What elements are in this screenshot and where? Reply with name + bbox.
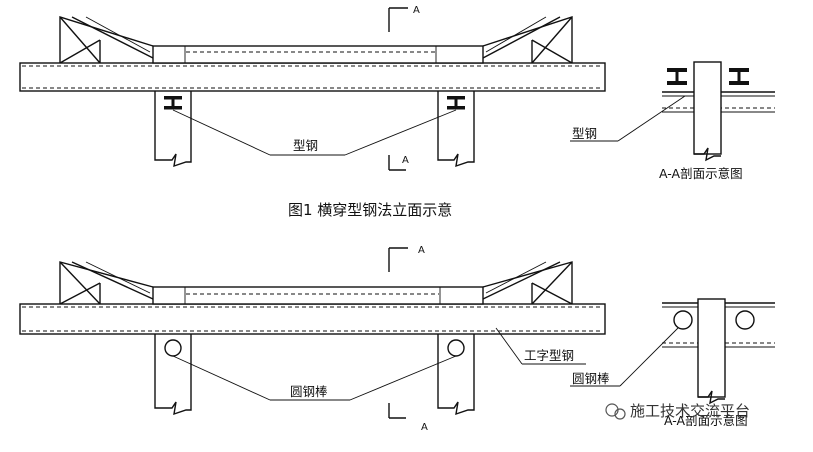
- figure2-elevation: 圆钢棒 工字型钢 A A: [19, 245, 606, 433]
- fig1-cap-girder: [152, 45, 484, 64]
- fig1-left-pier: [154, 91, 192, 168]
- fig1-caption: 图1 横穿型钢法立面示意: [288, 201, 452, 219]
- fig2-section-mark-top: A: [418, 245, 425, 256]
- fig2-sec-rod-left-icon: [673, 310, 693, 330]
- watermark: 施工技术交流平台: [605, 402, 750, 420]
- fig2-sec-title: A-A剖面示意图: [664, 413, 748, 428]
- fig1-sec-pier: [693, 61, 722, 155]
- fig1-sec-label: 型钢: [572, 126, 597, 141]
- fig2-sec-rod-right-icon: [735, 310, 755, 330]
- fig1-right-pier: [437, 91, 475, 168]
- fig2-label-rod: 圆钢棒: [290, 384, 328, 399]
- figure1-elevation: 型钢 A A: [19, 5, 606, 171]
- watermark-text: 施工技术交流平台: [630, 402, 750, 420]
- fig1-leader-right: [344, 109, 457, 156]
- fig2-sec-pier: [697, 298, 726, 398]
- fig1-sec-steel-left-icon: [667, 68, 687, 85]
- fig2-right-rod-icon: [447, 339, 465, 357]
- fig2-left-rod-icon: [164, 339, 182, 357]
- fig1-sec-title: A-A剖面示意图: [659, 166, 743, 181]
- fig2-beam: [19, 303, 606, 335]
- fig1-section-mark-bottom: A: [402, 155, 409, 166]
- fig2-left-bracket: [59, 261, 154, 304]
- figure2-section: 圆钢棒 A-A剖面示意图: [570, 298, 775, 428]
- fig1-leader-left: [172, 109, 271, 156]
- fig2-right-pier: [437, 334, 475, 416]
- fig1-left-steel-icon: [164, 96, 182, 110]
- fig2-leader-left: [172, 355, 271, 401]
- fig1-right-steel-icon: [447, 96, 465, 110]
- fig1-label-beam: 型钢: [293, 138, 318, 153]
- fig2-cap-girder: [152, 286, 484, 305]
- fig2-section-mark-bottom: A: [421, 422, 428, 433]
- fig2-ibeam-leader: [495, 327, 523, 365]
- fig2-left-pier: [154, 334, 192, 416]
- fig1-section-mark-top: A: [413, 5, 420, 16]
- figure1-section: 型钢 A-A剖面示意图: [570, 61, 775, 181]
- fig2-sec-leader: [619, 327, 679, 387]
- fig2-label-ibeam: 工字型钢: [524, 348, 574, 363]
- fig1-sec-leader: [617, 95, 686, 142]
- fig1-sec-steel-right-icon: [729, 68, 749, 85]
- fig2-leader-right: [349, 355, 457, 401]
- fig1-beam: [19, 62, 606, 92]
- fig2-sec-label: 圆钢棒: [572, 371, 610, 386]
- fig1-left-bracket: [59, 16, 154, 63]
